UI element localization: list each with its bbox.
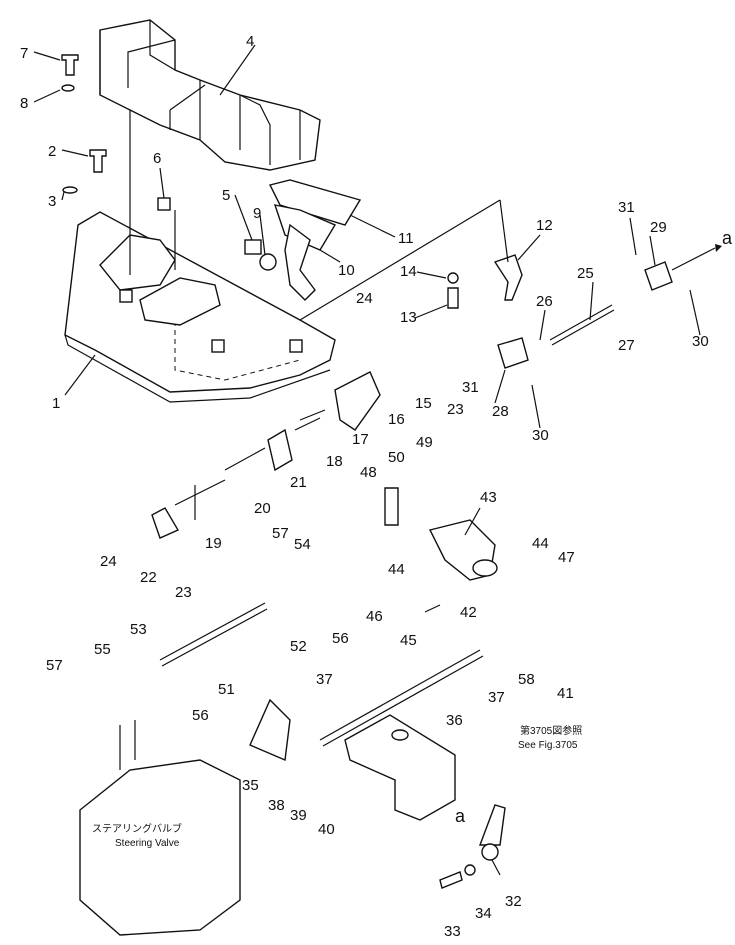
steering-valve <box>79 698 291 936</box>
callout-21: 21 <box>290 474 307 491</box>
callout-50: 50 <box>388 449 405 466</box>
callout-27: 27 <box>618 337 635 354</box>
callout-20: 20 <box>254 500 271 517</box>
callout-44b: 44 <box>532 535 549 552</box>
callout-31b: 31 <box>462 379 479 396</box>
callout-labels: 1 2 3 4 5 6 7 8 9 10 11 12 13 14 15 16 1… <box>20 33 733 940</box>
callout-47: 47 <box>558 549 575 566</box>
pedal-assembly <box>244 179 362 301</box>
callout-17: 17 <box>352 431 369 448</box>
callout-15: 15 <box>415 395 432 412</box>
callout-36: 36 <box>446 712 463 729</box>
callout-43: 43 <box>480 489 497 506</box>
bellcrank-part-43 <box>384 487 498 581</box>
callout-32: 32 <box>505 893 522 910</box>
callout-39: 39 <box>290 807 307 824</box>
callout-6: 6 <box>153 150 161 167</box>
leader-lines <box>33 44 701 876</box>
callout-33: 33 <box>444 923 461 940</box>
callout-10: 10 <box>338 262 355 279</box>
callout-46: 46 <box>366 608 383 625</box>
callout-30b: 30 <box>532 427 549 444</box>
callout-2: 2 <box>48 143 56 160</box>
callout-57: 57 <box>272 525 289 542</box>
callout-45: 45 <box>400 632 417 649</box>
callout-3: 3 <box>48 193 56 210</box>
valve-en: Steering Valve <box>115 838 180 849</box>
callout-26: 26 <box>536 293 553 310</box>
callout-16: 16 <box>388 411 405 428</box>
callout-54: 54 <box>294 536 311 553</box>
callout-24: 24 <box>356 290 373 307</box>
callout-23: 23 <box>447 401 464 418</box>
rods-lower <box>159 485 484 747</box>
callout-41: 41 <box>557 685 574 702</box>
callout-31: 31 <box>618 199 635 216</box>
callout-51: 51 <box>218 681 235 698</box>
rod-assembly-middle <box>151 371 381 539</box>
callout-56: 56 <box>332 630 349 647</box>
callout-55: 55 <box>94 641 111 658</box>
callout-24b: 24 <box>100 553 117 570</box>
see-fig-en: See Fig.3705 <box>518 740 578 751</box>
callout-37: 37 <box>316 671 333 688</box>
callout-25: 25 <box>577 265 594 282</box>
bracket-part-4 <box>99 19 321 171</box>
bracket-lower <box>344 714 456 821</box>
fasteners-top-left <box>61 54 171 211</box>
callout-8: 8 <box>20 95 28 112</box>
lever-assembly-right <box>299 199 722 369</box>
callout-49: 49 <box>416 434 433 451</box>
callout-11: 11 <box>398 230 414 247</box>
plate-part-1 <box>64 110 336 403</box>
callout-38: 38 <box>268 797 285 814</box>
callout-40: 40 <box>318 821 335 838</box>
see-fig-jp: 第3705図参照 <box>520 724 582 737</box>
callout-5: 5 <box>222 187 230 204</box>
callout-23b: 23 <box>175 584 192 601</box>
callout-56b: 56 <box>192 707 209 724</box>
callout-48: 48 <box>360 464 377 481</box>
callout-42: 42 <box>460 604 477 621</box>
callout-14: 14 <box>400 263 417 280</box>
callout-4: 4 <box>246 33 254 50</box>
callout-35: 35 <box>242 777 259 794</box>
callout-22: 22 <box>140 569 157 586</box>
ref-a-bottom: a <box>455 806 466 826</box>
callout-19: 19 <box>205 535 222 552</box>
callout-57b: 57 <box>46 657 63 674</box>
valve-jp: ステアリングバルブ <box>92 822 182 835</box>
callout-34: 34 <box>475 905 492 922</box>
callout-7: 7 <box>20 45 28 62</box>
callout-58: 58 <box>518 671 535 688</box>
callout-44: 44 <box>388 561 405 578</box>
callout-37b: 37 <box>488 689 505 706</box>
callout-30: 30 <box>692 333 709 350</box>
ref-a-top: a <box>722 228 733 248</box>
callout-12: 12 <box>536 217 553 234</box>
callout-9: 9 <box>253 205 261 222</box>
callout-18: 18 <box>326 453 343 470</box>
callout-52: 52 <box>290 638 307 655</box>
callout-53: 53 <box>130 621 147 638</box>
callout-1: 1 <box>52 395 60 412</box>
lever-lower-right <box>439 804 506 889</box>
callout-13: 13 <box>400 309 417 326</box>
callout-28: 28 <box>492 403 509 420</box>
callout-29: 29 <box>650 219 667 236</box>
